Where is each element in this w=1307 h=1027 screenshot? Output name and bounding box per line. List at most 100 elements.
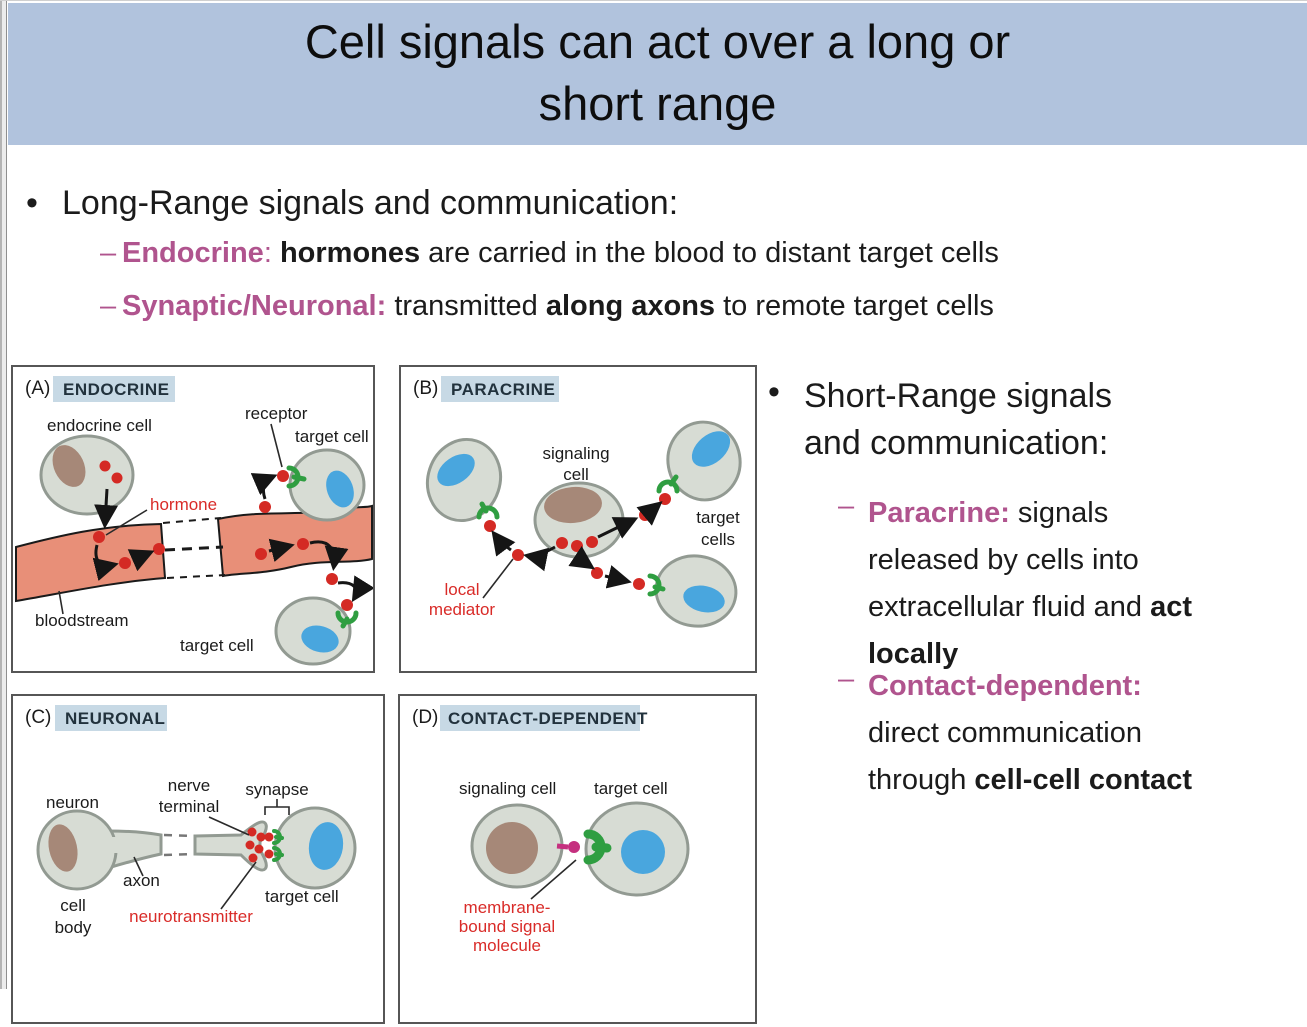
panel-a-labels: (A) ENDOCRINE endocrine cell receptor ta… — [25, 376, 369, 655]
bloodstream-label: bloodstream — [35, 611, 129, 630]
short-range-heading-line2: and communication: — [804, 424, 1109, 462]
panel-title: PARACRINE — [451, 380, 555, 399]
dash-marker: – — [838, 490, 855, 522]
target-cell-bottom-right — [633, 554, 738, 628]
synapse-bracket — [264, 799, 290, 815]
target-cell-top-label: target cell — [295, 427, 369, 446]
paracrine-bullet-text: Paracrine: signals released by cells int… — [868, 490, 1192, 678]
panel-title-highlight — [53, 376, 175, 402]
panel-contact-dependent: (D) CONTACT-DEPENDENT signaling cell tar… — [398, 694, 757, 1024]
signaling-cell — [470, 803, 564, 889]
paracrine-diagram: (B) PARACRINE signaling cell target cell… — [413, 376, 742, 628]
local-mediator-label-line1: local — [445, 580, 480, 599]
panel-c-labels: (C) NEURONAL neuron nerve terminal synap… — [25, 705, 339, 937]
neuron — [36, 809, 268, 891]
long-range-heading-text: Long-Range signals and communication: — [62, 184, 679, 222]
membrane-signal-label-line2: bound signal — [459, 917, 555, 936]
panel-neuronal: (C) NEURONAL neuron nerve terminal synap… — [11, 694, 385, 1024]
hormone-label: hormone — [150, 495, 217, 514]
target-cell-label: target cell — [594, 779, 668, 798]
signaling-cell — [533, 481, 625, 559]
contact-line2: direct communication — [868, 717, 1142, 749]
panel-title: ENDOCRINE — [63, 380, 170, 399]
synaptic-bullet-text: Synaptic/Neuronal: transmitted along axo… — [122, 290, 994, 322]
endocrine-cell-label: endocrine cell — [47, 416, 152, 435]
membrane-bound-signal — [556, 829, 612, 865]
paracrine-line4: locally — [868, 638, 959, 670]
hormones-in-blood — [119, 473, 375, 603]
bullet-dot: • — [768, 373, 780, 411]
contact-line3: through cell-cell contact — [868, 764, 1193, 796]
panel-letter: (D) — [412, 707, 438, 728]
target-cell-top-right — [656, 420, 742, 505]
bullet-dot: • — [26, 184, 38, 222]
membrane-signal-label-line3: molecule — [473, 936, 541, 955]
title-banner: Cell signals can act over a long or shor… — [8, 3, 1307, 145]
contact-dependent-bullet-text: Contact-dependent: direct communication … — [868, 663, 1192, 804]
contact-line1: Contact-dependent: — [868, 670, 1142, 702]
neurotransmitter-label: neurotransmitter — [129, 907, 253, 926]
panel-title: CONTACT-DEPENDENT — [448, 709, 648, 728]
endocrine-diagram: (A) ENDOCRINE endocrine cell receptor ta… — [15, 376, 375, 666]
nerve-terminal-label-line2: terminal — [159, 797, 219, 816]
target-cell-top — [277, 448, 366, 522]
target-cell-bottom-label: target cell — [180, 636, 254, 655]
target-cell-bottom — [274, 596, 359, 666]
receptor-label: receptor — [245, 404, 308, 423]
dash-marker: – — [100, 237, 117, 269]
neuron-label: neuron — [46, 793, 99, 812]
signaling-cell-label-line2: cell — [563, 465, 589, 484]
paracrine-line2: released by cells into — [868, 544, 1139, 576]
target-cell — [272, 806, 357, 890]
local-mediator-label-line2: mediator — [429, 600, 495, 619]
panel-letter: (A) — [25, 378, 50, 399]
paracrine-bullet: – Paracrine: signals released by cells i… — [838, 490, 1298, 678]
signal-molecule-dot — [568, 841, 580, 853]
nerve-terminal-label-line1: nerve — [168, 776, 211, 795]
receptor-icon — [476, 505, 500, 520]
short-range-heading: • Short-Range signals and communication: — [768, 373, 1298, 467]
target-cells-label-line2: cells — [701, 530, 735, 549]
panel-b-labels: (B) PARACRINE signaling cell target cell… — [413, 376, 740, 619]
local-mediator-signals — [491, 501, 663, 589]
receptor-icon — [647, 573, 662, 597]
paracrine-line1: Paracrine: signals — [868, 497, 1109, 529]
signaling-cell-label-line1: signaling — [542, 444, 609, 463]
window-left-edge — [0, 1, 7, 989]
contact-dependent-bullet: – Contact-dependent: direct communicatio… — [838, 663, 1298, 804]
cell-body-label-line1: cell — [60, 896, 86, 915]
panel-title-highlight — [441, 376, 559, 402]
panel-paracrine: (B) PARACRINE signaling cell target cell… — [399, 365, 757, 673]
endocrine-bullet-text: Endocrine: hormones are carried in the b… — [122, 237, 999, 269]
paracrine-line3: extracellular fluid and act — [868, 591, 1193, 623]
cell-body-label-line2: body — [55, 918, 92, 937]
slide-title: Cell signals can act over a long or shor… — [8, 3, 1307, 135]
short-range-heading-line1: Short-Range signals — [804, 377, 1113, 415]
panel-letter: (B) — [413, 378, 438, 399]
signaling-cell-label: signaling cell — [459, 779, 556, 798]
dash-marker: – — [838, 663, 855, 695]
target-cell — [584, 801, 690, 897]
slide-title-line1: Cell signals can act over a long or — [304, 15, 1011, 68]
contact-dependent-diagram: (D) CONTACT-DEPENDENT signaling cell tar… — [412, 705, 690, 955]
endocrine-cell — [39, 434, 135, 516]
panel-title-highlight — [55, 705, 167, 731]
dash-marker: – — [100, 290, 117, 322]
panel-title-highlight — [440, 705, 640, 731]
neuronal-diagram: (C) NEURONAL neuron nerve terminal synap… — [25, 705, 357, 937]
panel-endocrine: (A) ENDOCRINE endocrine cell receptor ta… — [11, 365, 375, 673]
bloodstream-vessel — [15, 504, 373, 603]
long-range-heading: • Long-Range signals and communication: — [26, 184, 1276, 223]
target-cell-left — [425, 437, 503, 532]
hormone-secretion-arrow — [92, 488, 119, 581]
target-cells-label-line1: target — [696, 508, 740, 527]
panel-title: NEURONAL — [65, 709, 165, 728]
synaptic-bullet: – Synaptic/Neuronal: transmitted along a… — [100, 290, 1290, 323]
axon-label: axon — [123, 871, 160, 890]
panel-d-labels: (D) CONTACT-DEPENDENT signaling cell tar… — [412, 705, 668, 955]
short-range-heading-text: Short-Range signals and communication: — [804, 373, 1112, 467]
endocrine-bullet: – Endocrine: hormones are carried in the… — [100, 237, 1290, 270]
membrane-signal-label-line1: membrane- — [464, 898, 551, 917]
target-cell-label: target cell — [265, 887, 339, 906]
panel-letter: (C) — [25, 707, 51, 728]
